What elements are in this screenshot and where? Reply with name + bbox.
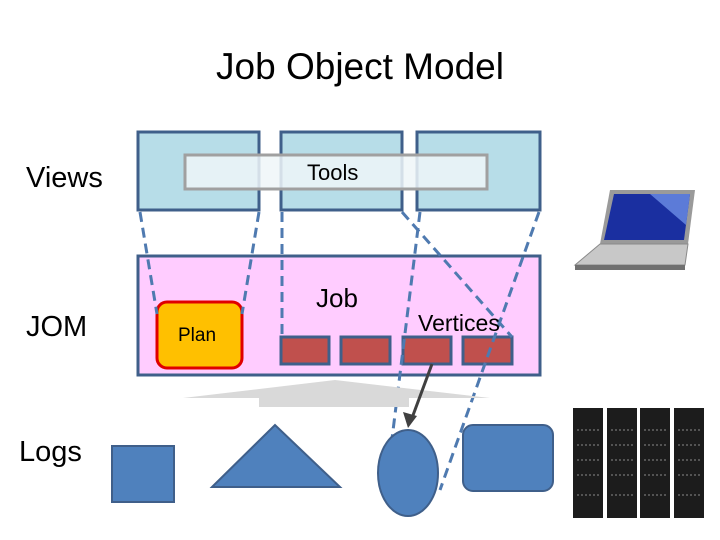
row-label-logs: Logs (19, 436, 82, 468)
plan-label: Plan (178, 325, 217, 346)
vertex-2 (339, 335, 392, 366)
arrowhead-icon (403, 412, 417, 428)
vertex-4 (461, 335, 514, 366)
vertex-1 (279, 335, 331, 366)
row-label-views: Views (26, 162, 103, 194)
tools-box (183, 153, 489, 191)
log-square (111, 445, 175, 503)
vertices-label: Vertices (418, 310, 500, 336)
log-arrow (410, 363, 434, 419)
log-rounded-rect (462, 424, 554, 492)
server-rack-icon (573, 408, 704, 518)
row-label-jom: JOM (26, 311, 88, 343)
dashed-connector (240, 211, 261, 315)
plan-box (155, 300, 244, 370)
laptop-icon (573, 190, 695, 270)
gray-arrow (183, 380, 490, 407)
dashed-connector (138, 211, 159, 315)
vertex-3 (401, 335, 453, 366)
slide-title: Job Object Model (216, 46, 504, 87)
dashed-connector (388, 211, 422, 456)
tools-label: Tools (307, 160, 359, 185)
log-triangle (209, 423, 343, 488)
log-ellipse (377, 429, 439, 517)
dashed-connector (438, 211, 541, 491)
job-label: Job (316, 283, 358, 313)
dashed-connector (400, 211, 514, 338)
